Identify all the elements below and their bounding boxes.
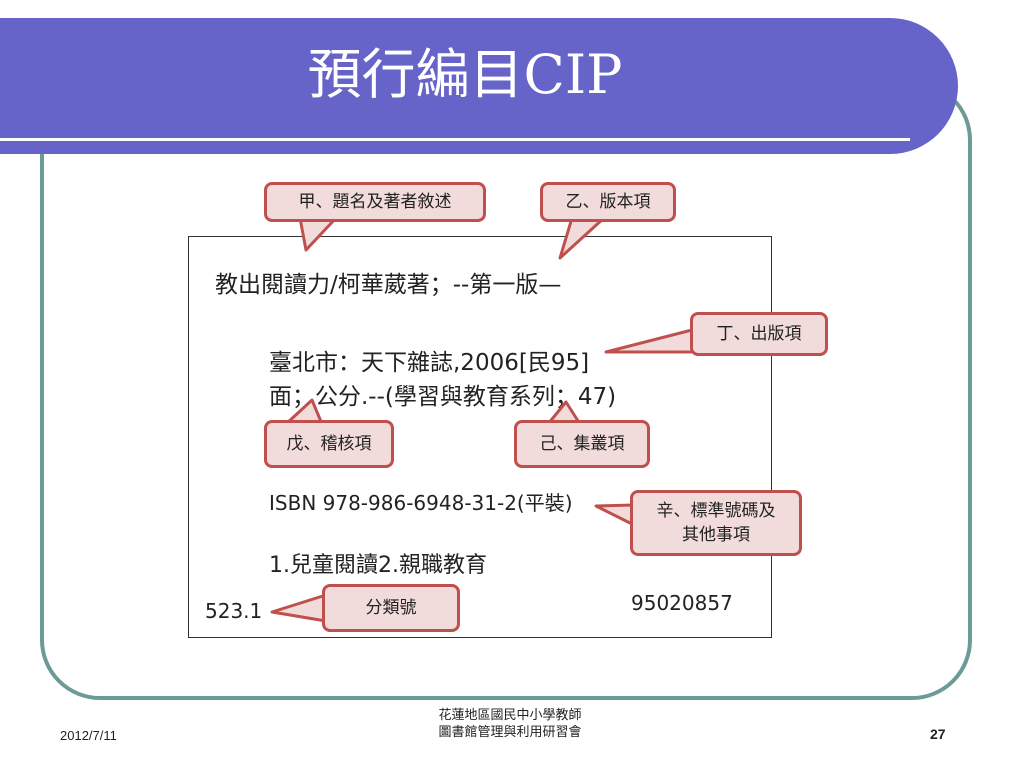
slide-title: 預行編目CIP [307,43,623,106]
callout-classification: 分類號 [322,584,460,632]
publication-line: 臺北市：天下雜誌,2006[民95] [269,350,590,376]
callout-edition: 乙、版本項 [540,182,676,222]
callout-title-author: 甲、題名及著者敘述 [264,182,486,222]
record-number: 95020857 [631,591,733,615]
footer-organization: 花蓮地區國民中小學教師 圖書館管理與利用研習會 [380,706,640,740]
collation-series-line: 面；公分.--(學習與教育系列；47) [269,384,617,410]
classification-number: 523.1 [205,599,263,623]
callout-publication: 丁、出版項 [690,312,828,356]
title-bar [0,18,958,154]
subjects-line: 1.兒童閱讀2.親職教育 [269,553,487,578]
isbn-line: ISBN 978-986-6948-31-2(平裝) [269,491,573,515]
callout-standard-number-line1: 辛、標準號碼及 [656,501,776,521]
footer-org-line2: 圖書館管理與利用研習會 [438,724,582,739]
callout-collation: 戊、稽核項 [264,420,394,468]
callout-standard-number: 辛、標準號碼及 其他事項 [630,490,802,556]
footer-date: 2012/7/11 [60,728,117,743]
title-author-line: 教出閱讀力/柯華葳著；--第一版— [215,272,562,298]
page-number: 27 [930,726,946,742]
callout-standard-number-line2: 其他事項 [682,525,750,545]
footer-org-line1: 花蓮地區國民中小學教師 [438,707,582,722]
cip-record: 教出閱讀力/柯華葳著；--第一版— 臺北市：天下雜誌,2006[民95] 面；公… [188,236,772,638]
callout-series: 己、集叢項 [514,420,650,468]
